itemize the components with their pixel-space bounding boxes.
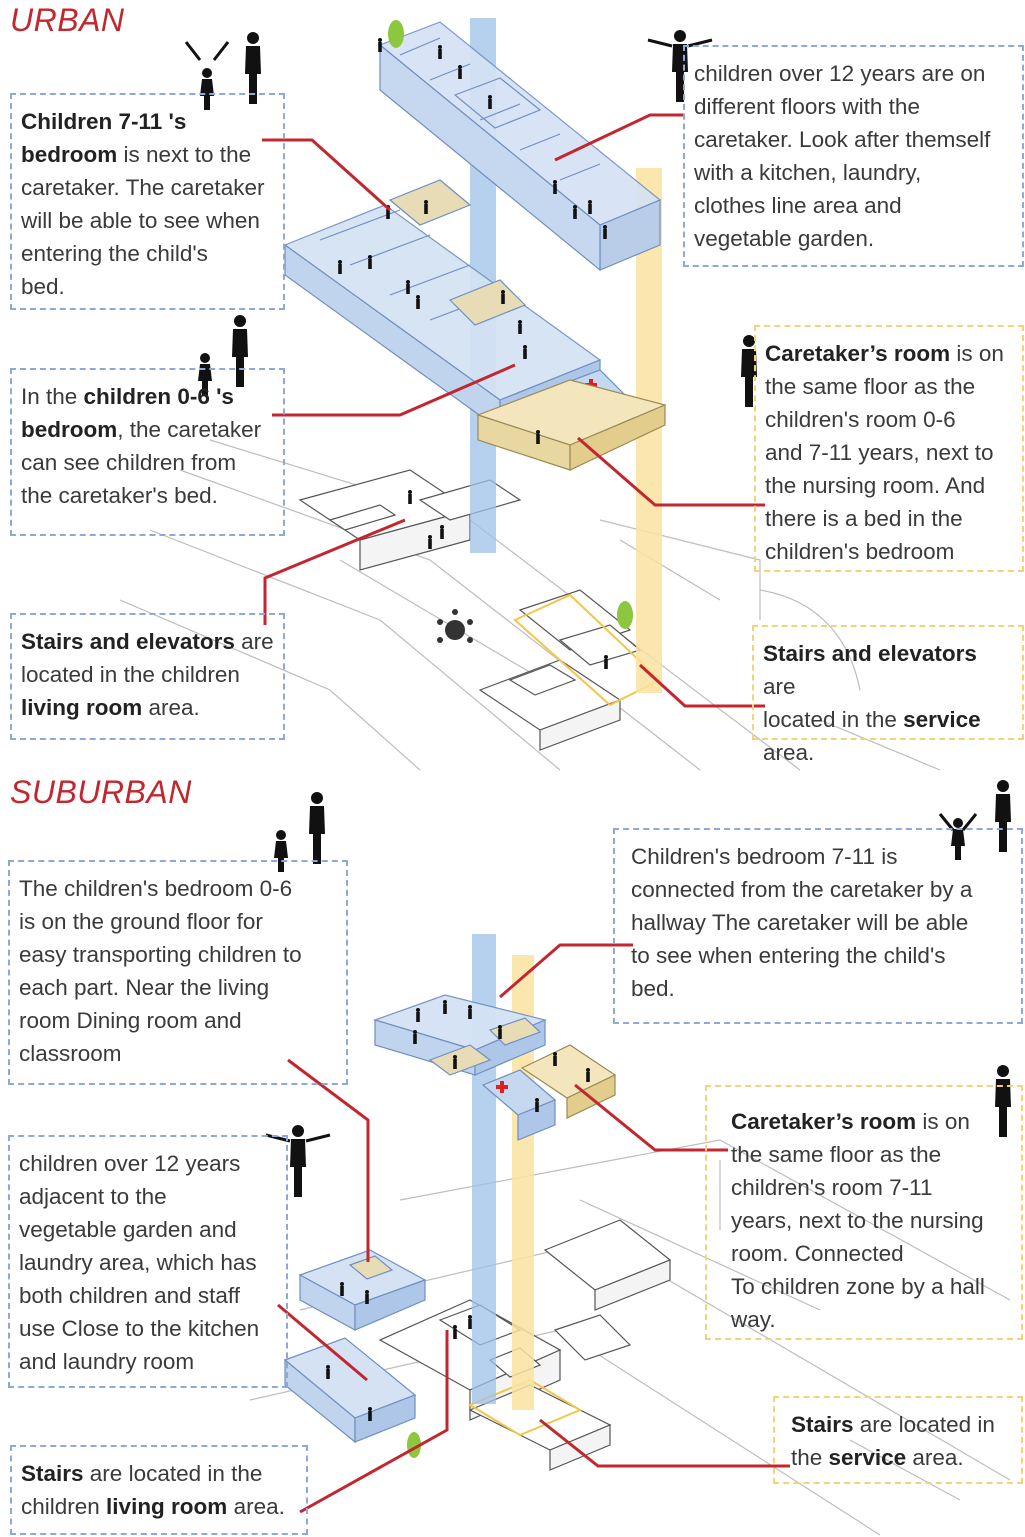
note-text: to see when entering the child's: [631, 943, 946, 968]
note-text: children's bedroom: [765, 539, 955, 564]
suburban-section-title: SUBURBAN: [10, 774, 192, 810]
note-bold-text: Stairs and elevators: [763, 641, 977, 666]
note-bold-text: living room: [106, 1494, 228, 1519]
note-text: hallway The caretaker will be able: [631, 910, 969, 935]
note-text: classroom: [19, 1041, 122, 1066]
note-text: room Dining room and: [19, 1008, 242, 1033]
suburban-note-stairs-service: Stairs are located in the service area.: [773, 1396, 1023, 1484]
note-text: the same floor as the: [731, 1142, 942, 1167]
note-bold-text: bedroom: [21, 142, 118, 167]
note-text: children over 12 years are on: [694, 61, 986, 86]
urban-note-children-7-11: Children 7-11 's bedroom is next to the …: [10, 93, 285, 310]
note-bold-text: children 0-6 's: [83, 384, 234, 409]
note-text: and laundry room: [19, 1349, 195, 1374]
urban-note-stairs-service: Stairs and elevators are located in the …: [752, 625, 1024, 765]
note-text: area.: [142, 695, 200, 720]
urban-note-caretaker: Caretaker’s room is on the same floor as…: [754, 325, 1024, 572]
suburban-note-stairs-children: Stairs are located in the children livin…: [10, 1445, 308, 1535]
suburban-leader-lines: [277, 943, 790, 1514]
note-text: each part. Near the living: [19, 975, 270, 1000]
note-bold-text: bedroom: [21, 417, 118, 442]
note-text: is next to the: [117, 142, 252, 167]
note-text: are: [234, 629, 274, 654]
note-text: are: [763, 674, 796, 699]
note-text: caretaker. The caretaker: [21, 175, 265, 200]
note-bold-text: Stairs and elevators: [21, 629, 235, 654]
suburban-note-children-0-6: The children's bedroom 0-6 is on the gro…: [8, 860, 348, 1085]
note-text: , the caretaker: [117, 417, 262, 442]
note-text: area.: [763, 740, 815, 765]
note-bold-text: Stairs: [791, 1412, 854, 1437]
note-text: children over 12 years: [19, 1151, 241, 1176]
note-text: vegetable garden and: [19, 1217, 237, 1242]
note-bold-text: service: [828, 1445, 907, 1470]
suburban-service-outline: [467, 1378, 583, 1437]
note-text: room. Connected: [731, 1241, 904, 1266]
note-text: the: [791, 1445, 829, 1470]
note-text: the caretaker's bed.: [21, 483, 218, 508]
note-text: are located in the: [83, 1461, 263, 1486]
note-bold-text: Caretaker’s room: [731, 1109, 917, 1134]
note-text: easy transporting children to: [19, 942, 302, 967]
note-text: area.: [227, 1494, 285, 1519]
note-text: The children's bedroom 0-6: [19, 876, 293, 901]
note-text: children: [21, 1494, 107, 1519]
urban-section-title: URBAN: [10, 2, 125, 38]
note-text: Children's bedroom 7-11 is: [631, 844, 898, 869]
note-bold-text: Caretaker’s room: [765, 341, 951, 366]
urban-note-children-0-6: In the children 0-6 's bedroom, the care…: [10, 368, 285, 536]
note-text: connected from the caretaker by a: [631, 877, 973, 902]
note-text: In the: [21, 384, 84, 409]
note-text: entering the child's: [21, 241, 208, 266]
note-text: are located in: [853, 1412, 995, 1437]
note-text: there is a bed in the: [765, 506, 963, 531]
note-text: adjacent to the: [19, 1184, 167, 1209]
tree-icon: [388, 20, 633, 629]
note-text: can see children from: [21, 450, 237, 475]
urban-caretaker-floor: [476, 379, 667, 471]
note-text: vegetable garden.: [694, 226, 875, 251]
urban-top-floor: [378, 21, 662, 272]
note-text: laundry area, which has: [19, 1250, 257, 1275]
note-text: caretaker. Look after themself: [694, 127, 991, 152]
urban-note-stairs-children: Stairs and elevators are located in the …: [10, 613, 285, 740]
urban-leader-lines: [262, 113, 765, 708]
note-text: use Close to the kitchen: [19, 1316, 260, 1341]
note-text: is on: [916, 1109, 970, 1134]
suburban-note-caretaker: Caretaker’s room is on the same floor as…: [705, 1085, 1023, 1340]
note-text: and 7-11 years, next to: [765, 440, 994, 465]
note-text: To children zone by a hall: [731, 1274, 985, 1299]
suburban-over12-rooms: [283, 1249, 427, 1444]
note-text: both children and staff: [19, 1283, 240, 1308]
note-bold-text: living room: [21, 695, 143, 720]
note-text: the nursing room. And: [765, 473, 986, 498]
suburban-note-over-12: children over 12 years adjacent to the v…: [8, 1135, 288, 1388]
note-text: children's room 7-11: [731, 1175, 933, 1200]
note-text: is on: [950, 341, 1004, 366]
note-text: way.: [731, 1307, 776, 1332]
note-text: located in the children: [21, 662, 240, 687]
note-bold-text: Children 7-11 's: [21, 109, 187, 134]
dining-table: [437, 609, 473, 643]
note-text: with a kitchen, laundry,: [694, 160, 922, 185]
suburban-note-children-7-11: Children's bedroom 7-11 is connected fro…: [613, 828, 1023, 1024]
note-text: years, next to the nursing: [731, 1208, 984, 1233]
note-text: area.: [906, 1445, 964, 1470]
note-text: the same floor as the: [765, 374, 976, 399]
note-text: bed.: [631, 976, 675, 1001]
note-text: located in the: [763, 707, 904, 732]
note-text: will be able to see when: [21, 208, 260, 233]
note-text: clothes line area and: [694, 193, 902, 218]
note-text: is on the ground floor for: [19, 909, 263, 934]
note-text: children's room 0-6: [765, 407, 956, 432]
urban-note-over-12: children over 12 years are on different …: [683, 45, 1024, 267]
note-text: different floors with the: [694, 94, 920, 119]
note-text: bed.: [21, 274, 65, 299]
note-bold-text: Stairs: [21, 1461, 84, 1486]
note-bold-text: service: [903, 707, 981, 732]
